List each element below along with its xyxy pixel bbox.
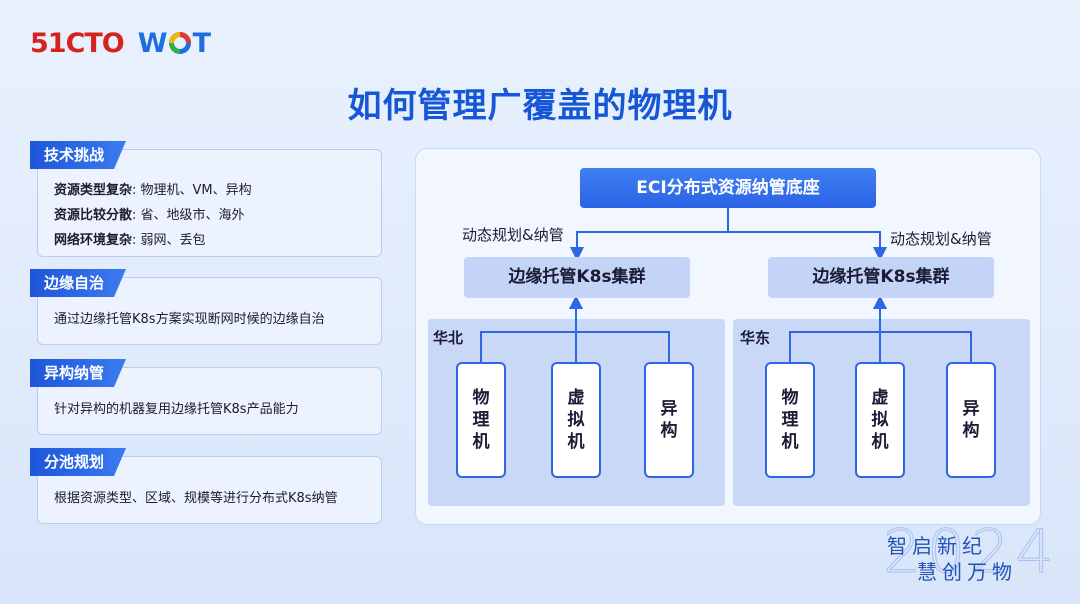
year-watermark: 2024 (883, 517, 1060, 587)
node-heterogeneous: 异构 (946, 362, 996, 478)
panel-text: 根据资源类型、区域、规模等进行分布式K8s纳管 (54, 491, 338, 506)
logo-wot-t: T (192, 27, 211, 59)
node-physical-machine: 物理机 (765, 362, 815, 478)
panel-tag: 异构纳管 (30, 359, 126, 387)
panel-body: 资源类型复杂: 物理机、VM、异构 资源比较分散: 省、地级市、海外 网络环境复… (54, 178, 252, 253)
logo-51cto: 51CTO (30, 27, 125, 59)
panel-tag: 技术挑战 (30, 141, 126, 169)
challenge-line: 网络环境复杂: 弱网、丢包 (54, 233, 206, 248)
slogan-line-2: 慧创万物 (917, 560, 1017, 584)
node-virtual-machine: 虚拟机 (855, 362, 905, 478)
arrow-label-right: 动态规划&纳管 (890, 230, 992, 248)
logo: 51CTO W T (30, 26, 211, 60)
node-virtual-machine: 虚拟机 (551, 362, 601, 478)
logo-wot-w: W (137, 27, 168, 59)
panel-tag: 分池规划 (30, 448, 126, 476)
panel-text: 通过边缘托管K8s方案实现断网时候的边缘自治 (54, 312, 325, 327)
region-label-east: 华东 (740, 329, 771, 347)
eci-base-box: ECI分布式资源纳管底座 (580, 168, 876, 208)
panel-edge-autonomy: 边缘自治 通过边缘托管K8s方案实现断网时候的边缘自治 (37, 277, 382, 345)
panel-tag: 边缘自治 (30, 269, 126, 297)
arrow-label-left: 动态规划&纳管 (462, 226, 564, 244)
page-title: 如何管理广覆盖的物理机 (347, 86, 733, 126)
region-label-north: 华北 (433, 329, 464, 347)
cluster-east: 边缘托管K8s集群 (768, 257, 994, 298)
panel-pool-planning: 分池规划 根据资源类型、区域、规模等进行分布式K8s纳管 (37, 456, 382, 524)
logo-ring-icon (168, 32, 191, 54)
panel-heterogeneous: 异构纳管 针对异构的机器复用边缘托管K8s产品能力 (37, 367, 382, 435)
cluster-north: 边缘托管K8s集群 (464, 257, 690, 298)
challenge-line: 资源类型复杂: 物理机、VM、异构 (54, 183, 252, 198)
node-physical-machine: 物理机 (456, 362, 506, 478)
panel-text: 针对异构的机器复用边缘托管K8s产品能力 (54, 402, 299, 417)
challenge-line: 资源比较分散: 省、地级市、海外 (54, 208, 245, 223)
logo-wot: W T (137, 27, 211, 59)
slogan-line-1: 智启新纪 (887, 534, 987, 558)
panel-tech-challenge: 技术挑战 资源类型复杂: 物理机、VM、异构 资源比较分散: 省、地级市、海外 … (37, 149, 382, 257)
node-heterogeneous: 异构 (644, 362, 694, 478)
